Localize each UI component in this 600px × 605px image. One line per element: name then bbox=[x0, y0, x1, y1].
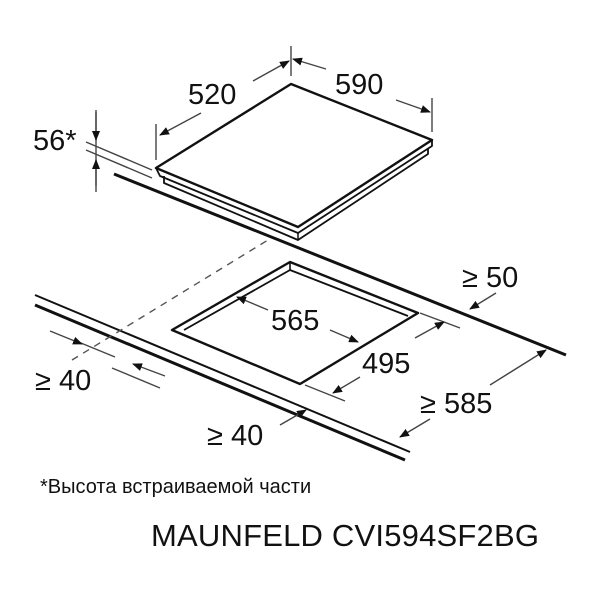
worktop-depth-label: ≥ 585 bbox=[420, 388, 492, 420]
side-clearance-dimension bbox=[49, 330, 166, 389]
hob-depth-label: 520 bbox=[188, 79, 236, 111]
cutout-width-label: 565 bbox=[271, 305, 319, 337]
hob-outline bbox=[154, 82, 434, 241]
hob-depth-dimension bbox=[155, 46, 292, 160]
front-clearance-label: ≥ 40 bbox=[207, 420, 263, 452]
cutout-outline bbox=[170, 260, 420, 386]
footnote: *Высота встраиваемой части bbox=[40, 476, 312, 498]
rear-clearance-dimension bbox=[469, 292, 497, 310]
hob-height-label: 56* bbox=[33, 125, 77, 157]
side-clearance-label: ≥ 40 bbox=[35, 365, 91, 397]
cutout-depth-dimension bbox=[304, 312, 461, 402]
hob-height-dimension bbox=[85, 110, 153, 192]
cutout-depth-label: 495 bbox=[362, 348, 410, 380]
worktop-depth-dimension bbox=[399, 349, 547, 438]
front-clearance-dimension bbox=[279, 409, 307, 426]
cutout-width-dimension bbox=[236, 296, 359, 343]
hob-width-dimension bbox=[292, 57, 433, 132]
worktop-edges bbox=[34, 172, 567, 462]
model-name: MAUNFELD CVI594SF2BG bbox=[151, 518, 540, 553]
rear-clearance-label: ≥ 50 bbox=[462, 262, 518, 294]
hob-width-label: 590 bbox=[335, 69, 383, 101]
